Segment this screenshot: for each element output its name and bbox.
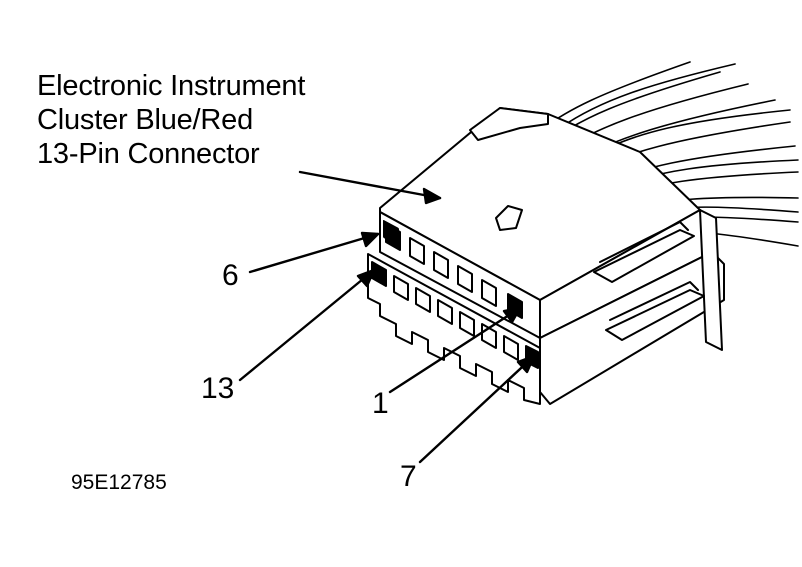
pin-1-label: 1 — [372, 387, 389, 420]
pin-13-label: 13 — [201, 372, 235, 405]
connector-title-line-3: 13-Pin Connector — [37, 138, 260, 170]
pin-6-label: 6 — [222, 259, 239, 292]
leader-arrows — [238, 170, 536, 464]
pin-7-label: 7 — [400, 460, 417, 493]
figure-id: 95E12785 — [71, 471, 167, 494]
connector-title-line-2: Cluster Blue/Red — [37, 104, 254, 136]
connector-title-line-1: Electronic Instrument — [37, 70, 306, 102]
connector-body — [367, 107, 725, 405]
